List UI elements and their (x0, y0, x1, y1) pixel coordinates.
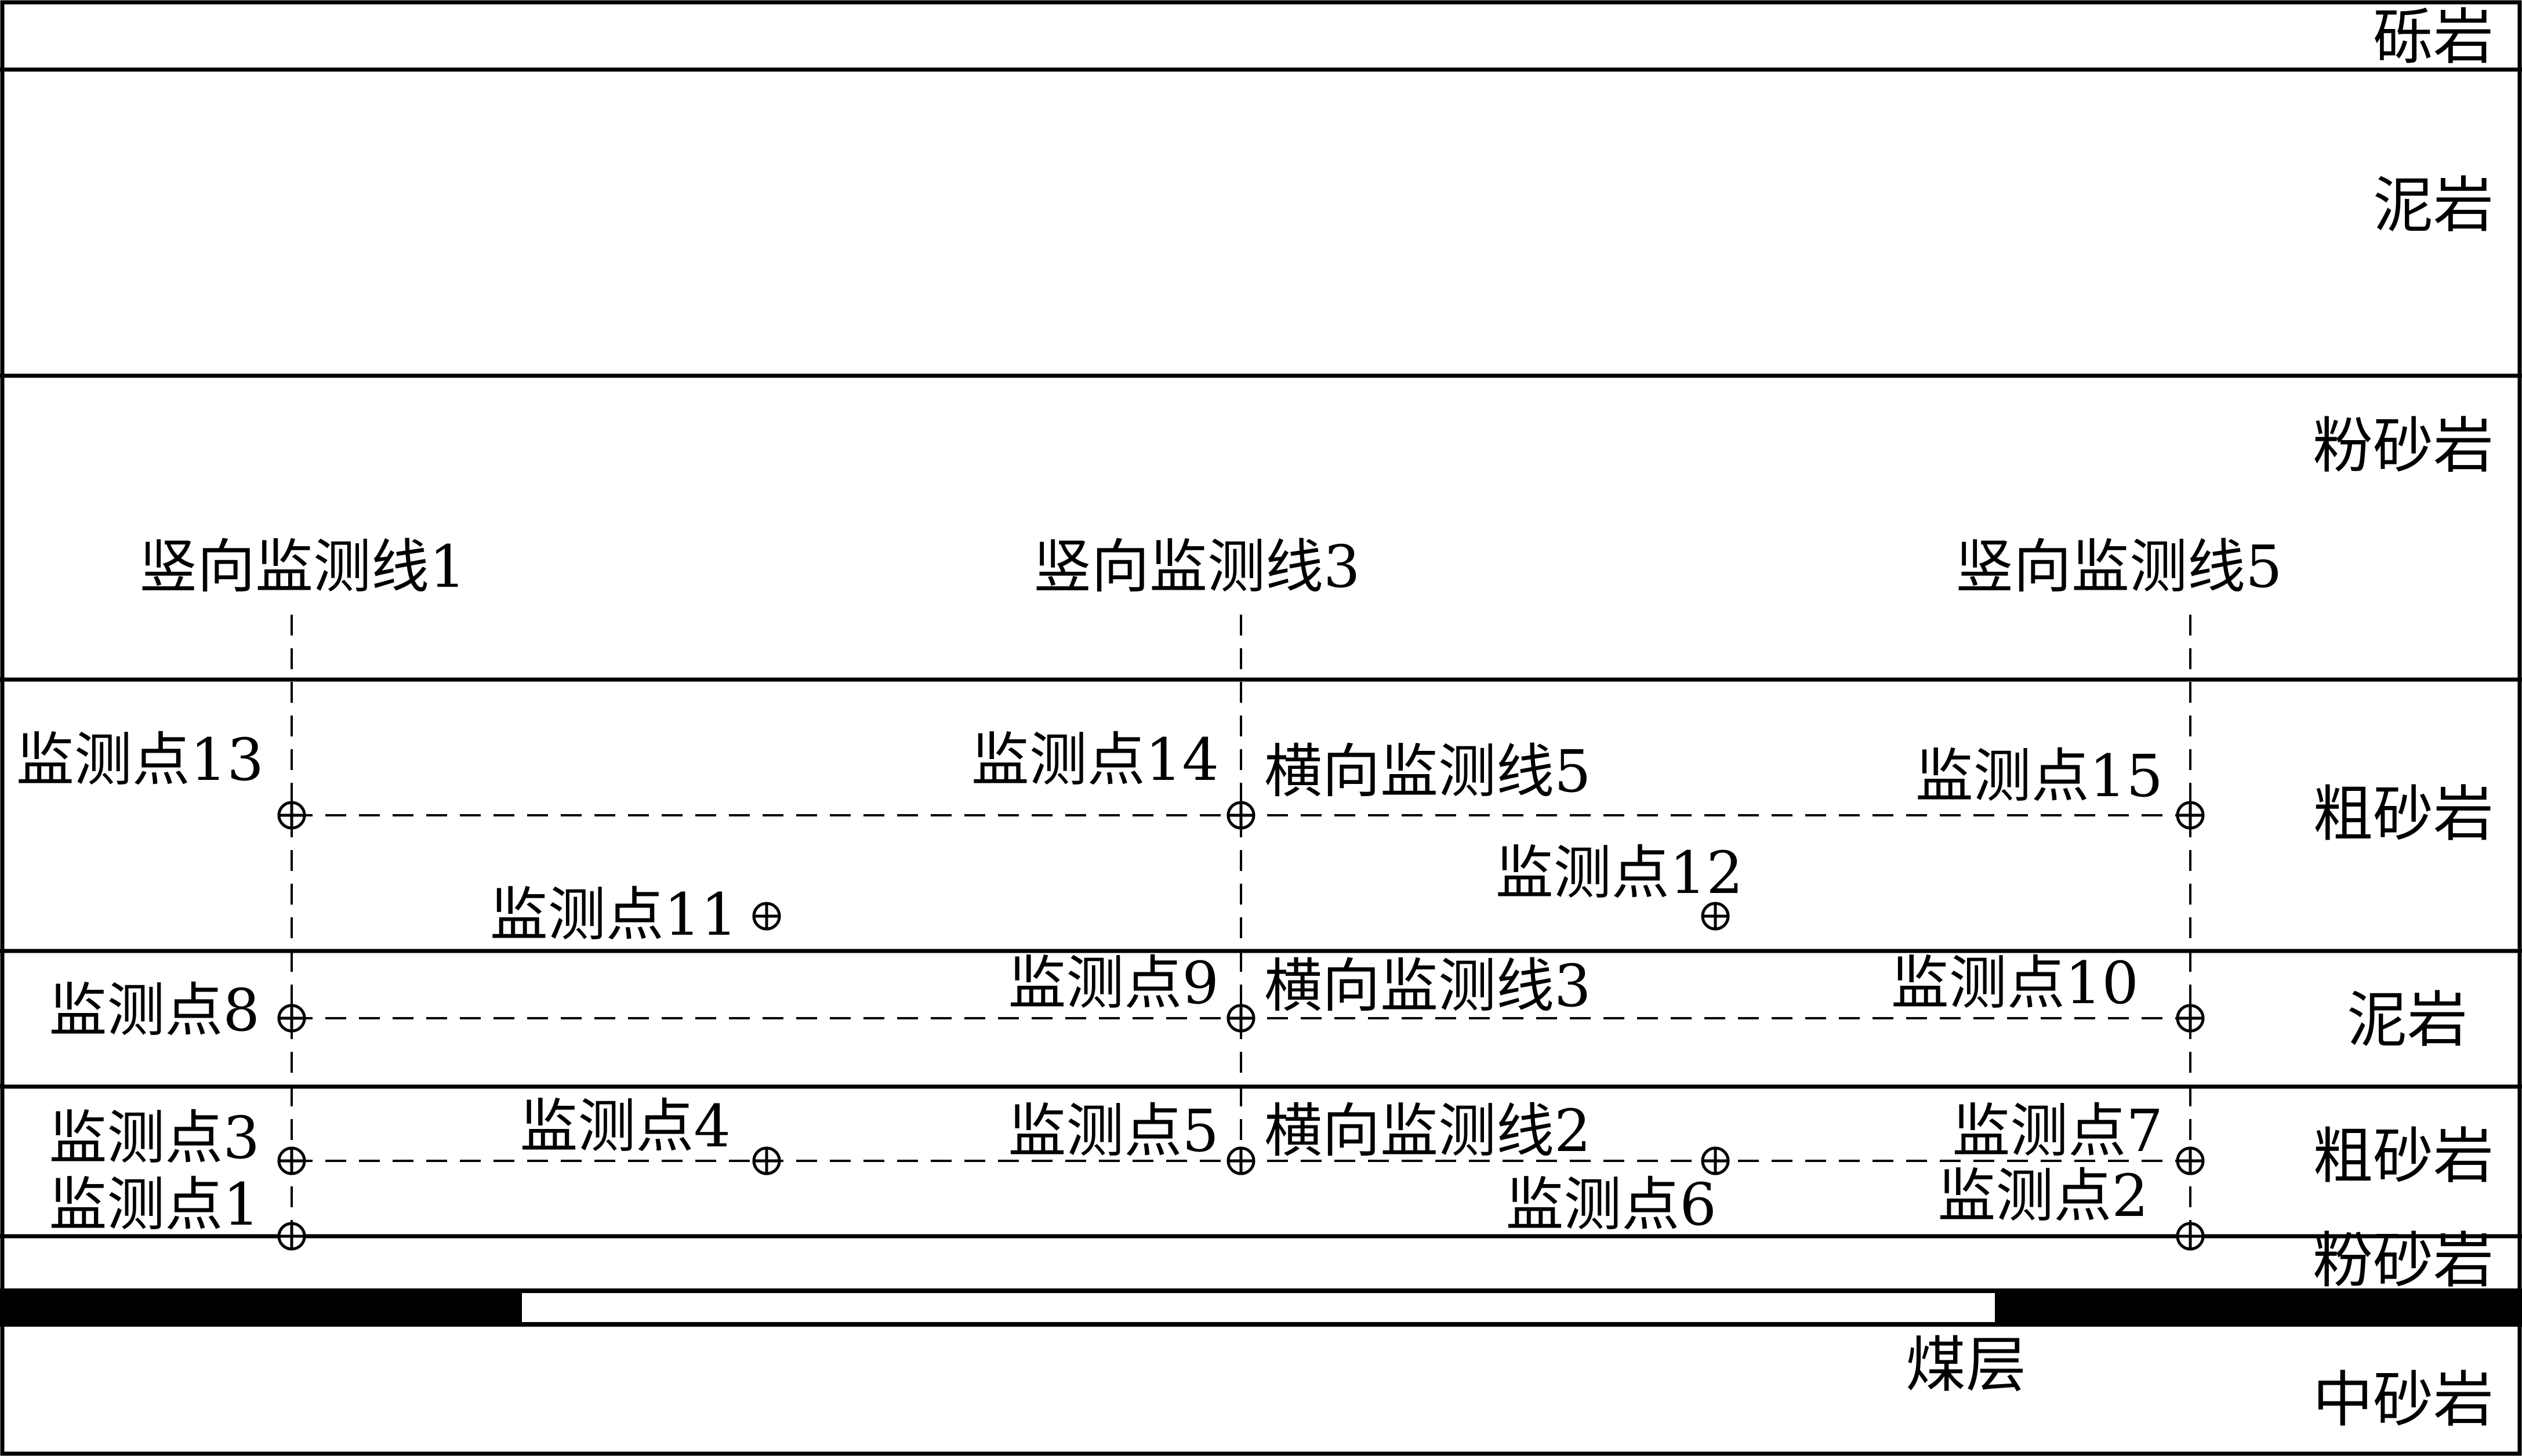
monitoring-point-4-marker (752, 1146, 781, 1175)
monitoring-point-14-marker (1226, 801, 1255, 830)
monitoring-point-3-marker (277, 1146, 306, 1175)
coal-seam-label: 煤层 (1906, 1330, 2026, 1400)
stratum-label-medium-sandstone: 中砂岩 (2313, 1364, 2494, 1435)
monitoring-point-label-3: 监测点3 (49, 1104, 260, 1172)
monitoring-point-13-marker (277, 801, 306, 830)
monitoring-point-12-marker (1701, 902, 1730, 931)
monitoring-point-label-14: 监测点14 (971, 726, 1219, 794)
monitoring-point-2-marker (2176, 1222, 2205, 1251)
stratum-label-coarse-sandstone-upper: 粗砂岩 (2313, 779, 2494, 849)
monitoring-point-7-marker (2176, 1146, 2205, 1175)
monitoring-point-5-marker (1226, 1146, 1255, 1175)
monitoring-point-label-11: 监测点11 (490, 881, 738, 949)
monitoring-point-label-2: 监测点2 (1937, 1162, 2149, 1230)
monitoring-point-label-4: 监测点4 (520, 1092, 731, 1160)
stratum-label-siltstone-bottom: 粉砂岩 (2313, 1225, 2494, 1296)
monitoring-point-label-9: 监测点9 (1008, 949, 1219, 1017)
monitoring-point-11-marker (752, 902, 781, 931)
coal-seam (0, 1288, 2522, 1327)
stratum-label-siltstone-top: 粉砂岩 (2313, 411, 2494, 481)
vertical-line-label-5: 竖向监测线5 (1955, 533, 2282, 601)
monitoring-line-labels: 竖向监测线1 竖向监测线3 竖向监测线5 横向监测线5 横向监测线3 横向监测线… (139, 533, 2282, 1165)
monitoring-point-label-10: 监测点10 (1891, 949, 2139, 1017)
monitoring-point-1-marker (277, 1222, 306, 1251)
vertical-line-label-3: 竖向监测线3 (1033, 533, 1360, 601)
horizontal-line-label-5: 横向监测线5 (1264, 738, 1591, 805)
monitoring-point-15-marker (2176, 801, 2205, 830)
stratum-labels: 砾岩 泥岩 粉砂岩 粗砂岩 泥岩 粗砂岩 粉砂岩 中砂岩 煤层 (1906, 2, 2494, 1435)
monitoring-point-label-8: 监测点8 (49, 976, 260, 1044)
monitoring-point-label-5: 监测点5 (1008, 1097, 1219, 1165)
stratum-label-conglomerate: 砾岩 (2373, 2, 2494, 72)
monitoring-point-label-13: 监测点13 (16, 726, 264, 794)
horizontal-line-label-3: 横向监测线3 (1264, 952, 1591, 1020)
stratum-label-mudstone-top: 泥岩 (2373, 170, 2494, 241)
monitoring-point-markers (277, 801, 2205, 1251)
monitoring-point-8-marker (277, 1004, 306, 1033)
stratum-label-coarse-sandstone-lower: 粗砂岩 (2313, 1121, 2494, 1192)
monitoring-point-label-7: 监测点7 (1952, 1097, 2163, 1165)
monitoring-point-10-marker (2176, 1004, 2205, 1033)
vertical-line-label-1: 竖向监测线1 (139, 533, 466, 601)
monitoring-point-labels: 监测点1 监测点2 监测点3 监测点4 监测点5 监测点6 监测点7 监测点8 … (16, 726, 2163, 1239)
monitoring-point-label-6: 监测点6 (1505, 1171, 1717, 1239)
goaf-void (522, 1293, 1995, 1322)
stratum-boundaries (0, 67, 2522, 1239)
stratum-label-mudstone-mid: 泥岩 (2347, 985, 2467, 1055)
monitoring-point-label-15: 监测点15 (1915, 742, 2163, 810)
horizontal-line-label-2: 横向监测线2 (1264, 1097, 1591, 1165)
monitoring-point-label-1: 监测点1 (49, 1171, 260, 1239)
monitoring-point-label-12: 监测点12 (1496, 839, 1743, 907)
monitoring-point-9-marker (1226, 1004, 1255, 1033)
monitoring-point-6-marker (1701, 1146, 1730, 1175)
